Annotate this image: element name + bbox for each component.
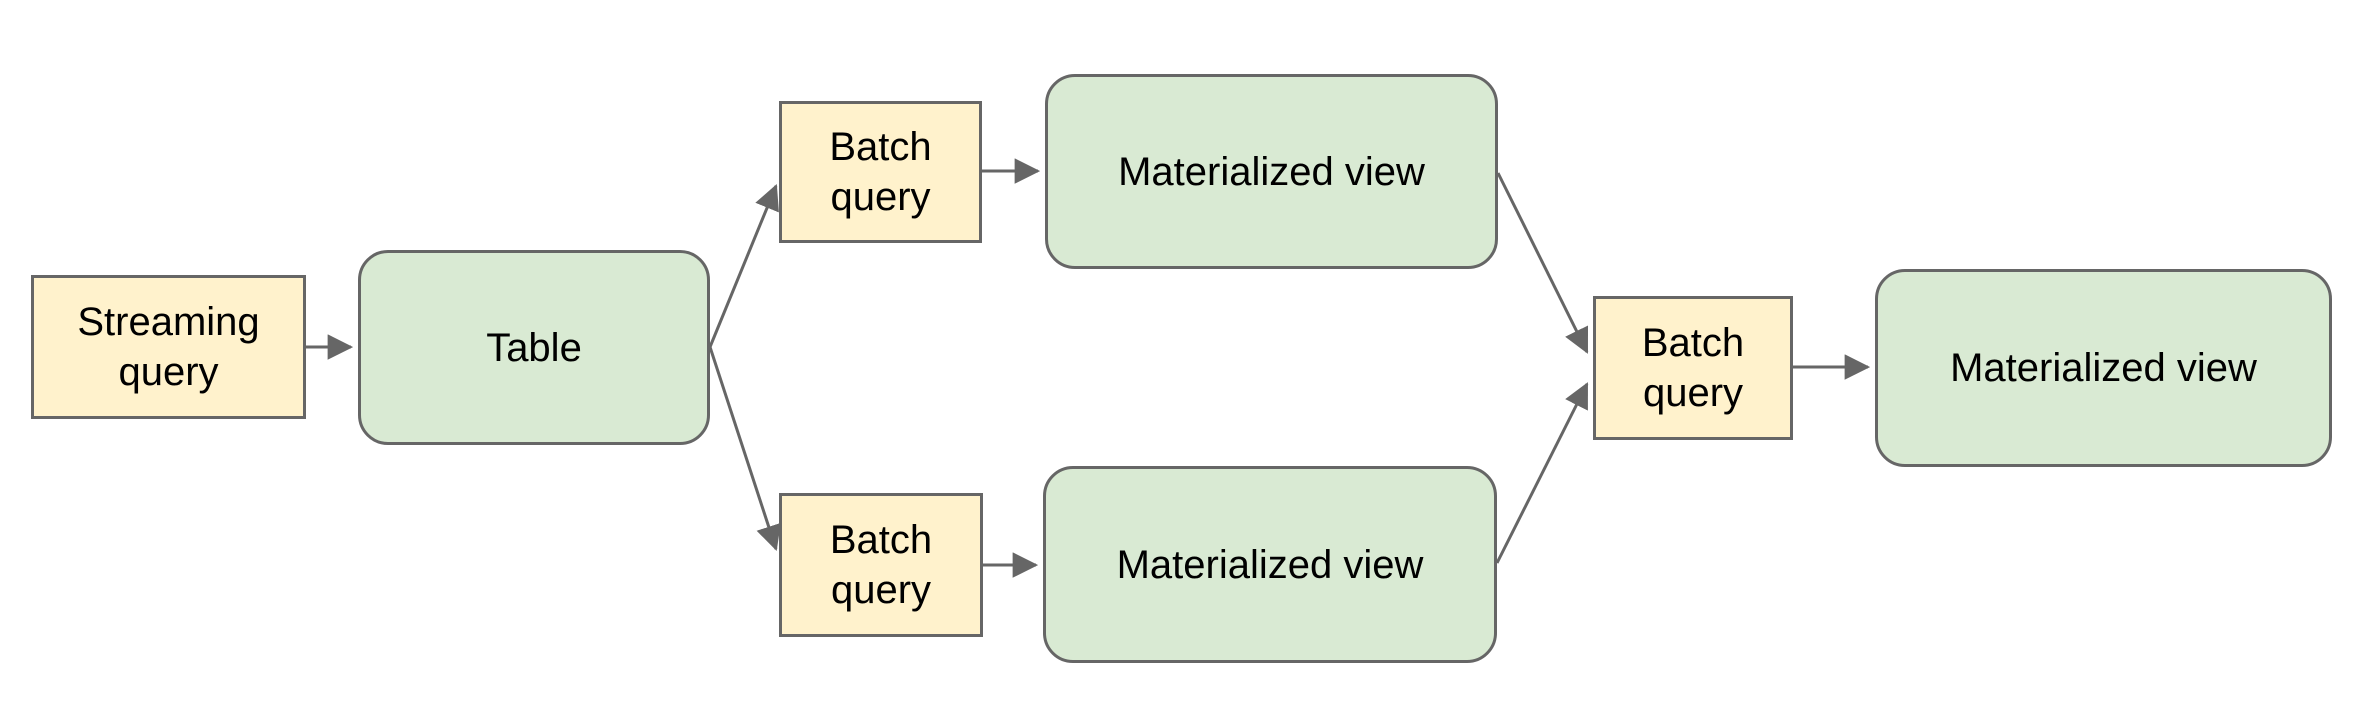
- node-table: Table: [358, 250, 710, 445]
- node-batch-query-right: Batch query: [1593, 296, 1793, 440]
- node-batch-query-top: Batch query: [779, 101, 982, 243]
- node-materialized-view-bottom-label: Materialized view: [1116, 542, 1424, 587]
- node-table-label: Table: [486, 325, 582, 370]
- node-materialized-view-bottom: Materialized view: [1043, 466, 1497, 663]
- edge-materialized-view-bottom-to-batch-query-right: [1495, 382, 1589, 564]
- node-materialized-view-final-label: Materialized view: [1950, 346, 2257, 390]
- node-batch-query-bottom-label: Batch query: [829, 518, 933, 612]
- edge-table-to-batch-query-top: [708, 184, 779, 348]
- node-streaming-query: Streaming query: [31, 275, 306, 419]
- edge-materialized-view-top-to-batch-query-right: [1496, 172, 1589, 354]
- node-materialized-view-top-label: Materialized view: [1118, 149, 1425, 194]
- node-batch-query-top-label: Batch query: [829, 125, 932, 219]
- node-batch-query-right-label: Batch query: [1641, 321, 1745, 415]
- node-materialized-view-final: Materialized view: [1875, 269, 2332, 467]
- node-streaming-query-label: Streaming query: [77, 300, 260, 394]
- node-materialized-view-top: Materialized view: [1045, 74, 1498, 269]
- node-batch-query-bottom: Batch query: [779, 493, 983, 637]
- edge-table-to-batch-query-bottom: [708, 346, 781, 552]
